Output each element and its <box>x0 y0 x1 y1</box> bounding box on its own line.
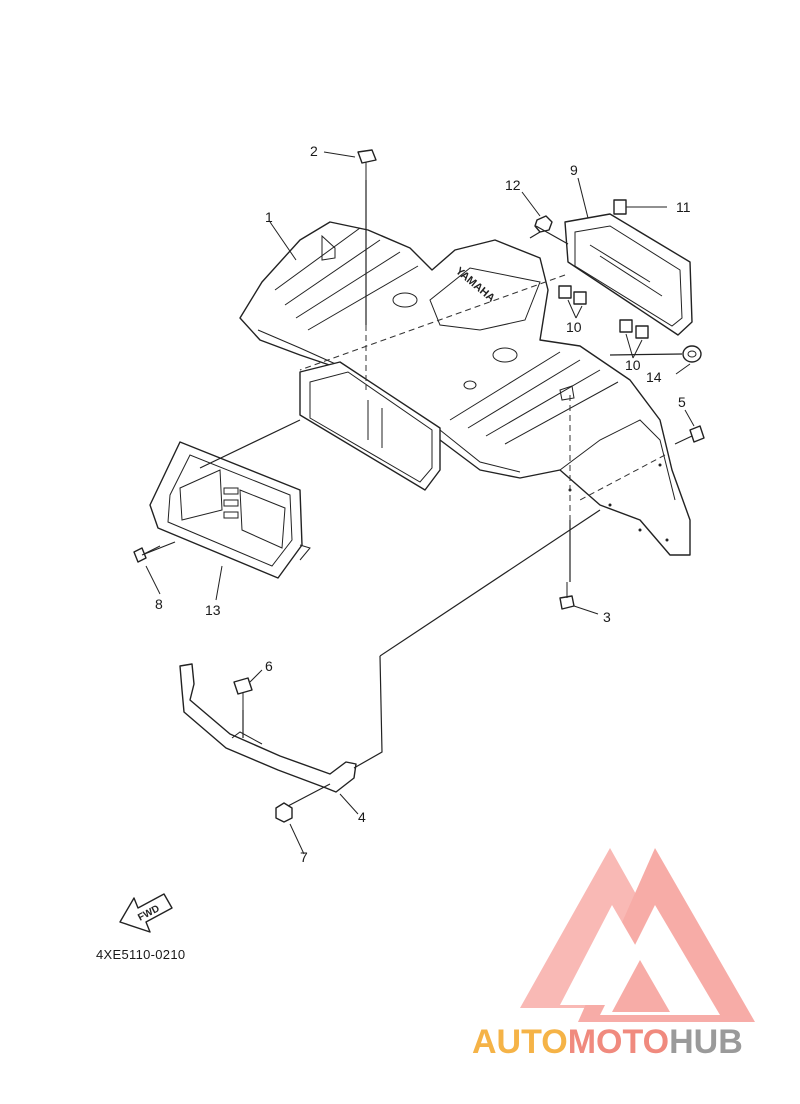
leader-lines <box>145 151 695 855</box>
callout-10a: 10 <box>566 319 582 335</box>
bolt-2 <box>357 149 377 180</box>
headlight-housing <box>564 213 693 336</box>
callout-13: 13 <box>205 602 221 618</box>
callout-6: 6 <box>265 658 273 674</box>
clip-11 <box>613 199 627 215</box>
callout-9: 9 <box>570 162 578 178</box>
watermark-hub: HUB <box>669 1023 743 1061</box>
callout-11: 11 <box>676 199 691 215</box>
callout-10b: 10 <box>625 357 641 373</box>
callout-7: 7 <box>300 849 308 865</box>
callout-5: 5 <box>678 394 686 410</box>
callout-3: 3 <box>603 609 611 625</box>
diagram-reference: 4XE5110-0210 <box>96 947 185 962</box>
watermark-logo-icon <box>520 848 755 1022</box>
callout-numbers: 2 1 12 9 11 10 10 14 5 8 13 3 6 4 7 <box>155 143 691 865</box>
headlight-bezel <box>149 441 311 579</box>
clips-10-upper <box>558 285 587 305</box>
callout-8: 8 <box>155 596 163 612</box>
assembly-lines <box>141 180 683 807</box>
bolt-5 <box>674 425 705 445</box>
callout-12: 12 <box>505 177 521 193</box>
screw-8 <box>133 545 161 563</box>
watermark-auto: AUTO <box>472 1023 568 1061</box>
front-fender: YAMAHA <box>239 221 691 556</box>
stay-bracket-4 <box>179 663 357 793</box>
watermark-moto: MOTO <box>568 1023 669 1061</box>
callout-1: 1 <box>265 209 273 225</box>
headlight-mount-frame <box>299 361 441 491</box>
callout-4: 4 <box>358 809 366 825</box>
bolt-3 <box>559 582 575 610</box>
fwd-arrow-icon: FWD <box>119 893 173 933</box>
bolt-6 <box>233 677 253 710</box>
callout-14: 14 <box>646 369 662 385</box>
callout-2: 2 <box>310 143 318 159</box>
clips-10-lower <box>619 319 649 339</box>
nut-7 <box>275 802 293 823</box>
grommet-14 <box>682 345 702 363</box>
watermark-text: AUTOMOTOHUB <box>472 1023 743 1061</box>
